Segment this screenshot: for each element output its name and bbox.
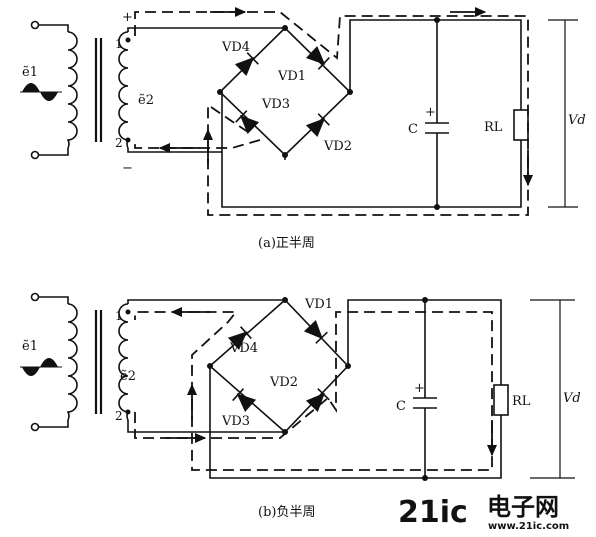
label-vd2-a: VD2 <box>323 139 352 154</box>
vout-dimension-a <box>548 19 578 208</box>
label-vout-b: Vd <box>563 391 581 406</box>
label-minus-a: − <box>122 161 133 176</box>
label-cap-plus-a: + <box>425 105 436 120</box>
primary-coil-a <box>66 31 78 149</box>
nodes-b <box>125 297 428 481</box>
nodes-a <box>125 17 440 210</box>
caption-b: (b)负半周 <box>258 505 315 520</box>
vout-dimension-b <box>530 299 575 479</box>
secondary-bottom-wire-a <box>127 148 222 153</box>
pos-rail-a <box>349 19 522 110</box>
label-e1-a: ẽ1 <box>22 65 38 80</box>
label-term2-b: 2 <box>115 409 123 423</box>
neg-rail-a <box>221 92 522 208</box>
source-waveform-a <box>20 83 62 101</box>
watermark-brand-num: 21ic <box>398 495 468 530</box>
diode-vd3-a <box>235 110 260 135</box>
input-terminal-top-a <box>30 20 40 30</box>
secondary-top-wire-b <box>127 299 285 304</box>
label-vd3-a: VD3 <box>261 97 290 112</box>
diode-vd1-a <box>305 45 330 70</box>
primary-coil-b <box>66 303 78 421</box>
input-terminal-bottom-b <box>30 422 40 432</box>
watermark-brand-cn: 电子网 <box>487 493 559 521</box>
load-resistor-b <box>493 384 509 416</box>
diodes-a <box>234 45 330 138</box>
label-vd1-a: VD1 <box>277 69 306 84</box>
caption-a: (a)正半周 <box>258 236 315 251</box>
watermark-url: www.21ic.com <box>488 521 569 532</box>
label-term2-a: 2 <box>115 136 123 150</box>
label-vd4-a: VD4 <box>221 40 250 55</box>
label-load-b: RL <box>512 394 531 409</box>
watermark-logo: 21ic 电子网 www.21ic.com <box>398 493 569 532</box>
input-terminal-top-b <box>30 292 40 302</box>
current-loop-a-return <box>134 139 261 149</box>
label-vout-a: Vd <box>568 113 586 128</box>
label-term1-a: 1 <box>115 37 123 51</box>
label-cap-plus-b: + <box>414 381 425 396</box>
circuit-a <box>30 19 578 208</box>
label-e2-b: ẽ2 <box>120 369 136 384</box>
label-cap-b: C <box>396 399 406 414</box>
primary-lead-bottom-b <box>38 420 69 428</box>
diode-vd2-a <box>305 113 330 138</box>
capacitor-b <box>413 300 437 478</box>
diode-vd4-a <box>234 52 259 77</box>
diode-vd1-b <box>303 319 328 344</box>
label-vd4-b: VD4 <box>229 341 258 356</box>
source-waveform-b <box>20 358 62 376</box>
load-resistor-a <box>513 109 529 141</box>
primary-lead-top-a <box>38 24 69 32</box>
label-e2-a: ẽ2 <box>138 93 154 108</box>
label-term1-b: 1 <box>115 309 123 323</box>
secondary-top-wire-a <box>127 27 285 32</box>
circuit-b <box>30 292 575 479</box>
label-cap-a: C <box>408 122 418 137</box>
label-vd2-b: VD2 <box>269 375 298 390</box>
label-vd3-b: VD3 <box>221 414 250 429</box>
label-plus-a: + <box>122 10 133 25</box>
diodes-b <box>227 319 330 413</box>
diode-vd4-b <box>227 326 252 350</box>
primary-lead-top-b <box>38 296 69 304</box>
current-path-b <box>134 306 498 471</box>
label-load-a: RL <box>484 120 503 135</box>
secondary-coil-a <box>118 31 130 149</box>
label-vd1-b: VD1 <box>304 297 333 312</box>
diode-vd2-b <box>305 388 330 413</box>
secondary-coil-b <box>118 303 130 421</box>
input-terminal-bottom-a <box>30 150 40 160</box>
diode-vd3-b <box>232 388 257 412</box>
label-e1-b: ẽ1 <box>22 339 38 354</box>
primary-lead-bottom-a <box>38 148 69 156</box>
neg-rail-b <box>209 366 502 479</box>
current-loop-b <box>134 311 493 471</box>
current-path-a <box>134 6 534 216</box>
secondary-bottom-wire-b <box>127 420 285 433</box>
current-loop-a-main <box>134 11 529 216</box>
capacitor-a <box>425 20 449 207</box>
